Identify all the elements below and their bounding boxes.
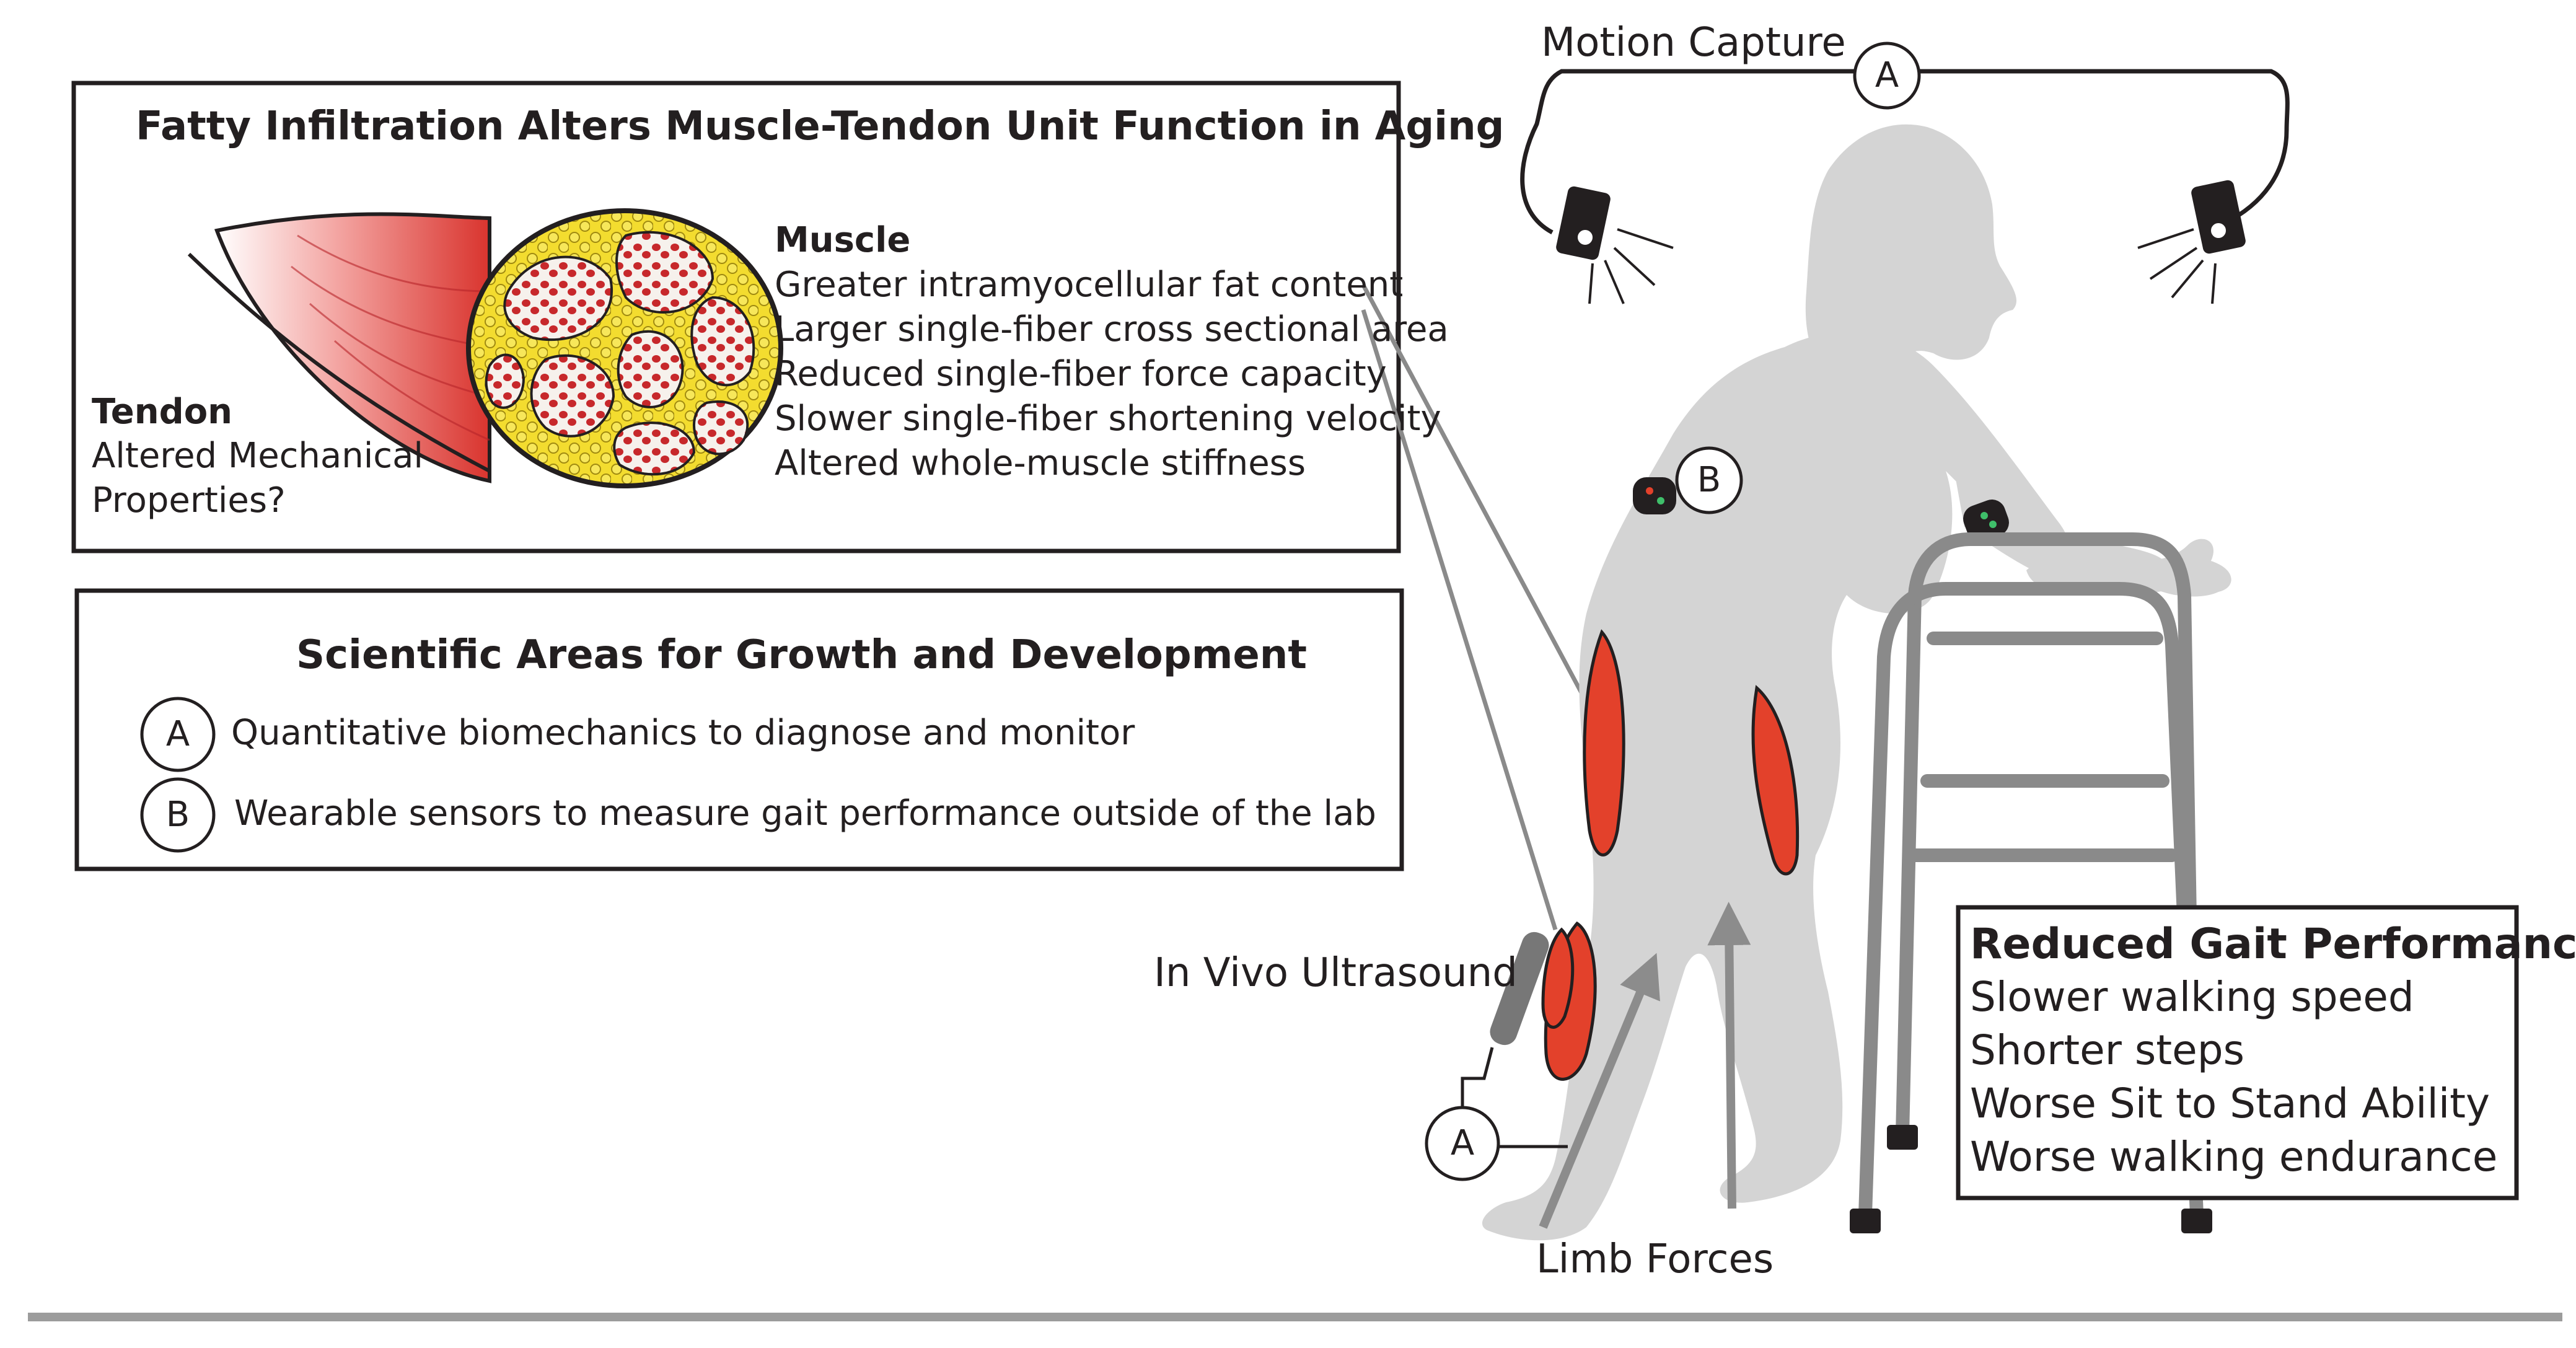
walker-frame [1858, 532, 2204, 1222]
force-arrow-left [1539, 953, 1660, 1229]
gait-panel-title: Reduced Gait Performance [1970, 920, 2576, 969]
muscle-line-5: Altered whole-muscle stiffness [775, 443, 1306, 483]
limb-forces-label: Limb Forces [1536, 1236, 1774, 1282]
growth-item-b-text: Wearable sensors to measure gait perform… [234, 793, 1376, 834]
ultrasound-marker-letter: A [1450, 1123, 1475, 1163]
wearable-sensor-hip-icon [1633, 477, 1676, 514]
bottom-divider [28, 1313, 2562, 1321]
wearable-sensor-wrist-icon [1963, 500, 2009, 542]
growth-marker-b [140, 777, 216, 853]
muscle-line-1: Greater intramyocellular fat content [775, 265, 1404, 305]
tendon-line-2: Properties? [92, 480, 286, 521]
force-arrow-right [1707, 902, 1751, 1209]
gait-line-2: Shorter steps [1970, 1026, 2244, 1074]
gait-line-1: Slower walking speed [1970, 973, 2414, 1021]
ultrasound-label: In Vivo Ultrasound [1154, 950, 1518, 996]
tendon-heading: Tendon [92, 392, 233, 432]
ultrasound-marker-a [1425, 1106, 1500, 1181]
motion-camera-right-icon [2137, 180, 2246, 304]
leg-muscles [1541, 629, 1800, 1081]
muscle-fibers [485, 231, 755, 476]
sensor-marker-letter: B [1697, 460, 1721, 500]
muscle-tendon-illustration [187, 208, 783, 488]
tendon-line-1: Altered Mechanical [92, 436, 423, 476]
motion-capture-marker-letter: A [1875, 55, 1899, 95]
sensor-marker-b [1675, 446, 1743, 514]
growth-item-a-text: Quantitative biomechanics to diagnose an… [231, 713, 1135, 753]
connector-line-upper [1361, 284, 1601, 726]
muscle-heading: Muscle [775, 220, 911, 260]
growth-marker-a [140, 697, 216, 772]
gait-line-4: Worse walking endurance [1970, 1133, 2498, 1181]
muscle-line-3: Reduced single-fiber force capacity [775, 354, 1387, 394]
motion-capture-marker-a [1853, 42, 1921, 110]
gait-line-3: Worse Sit to Stand Ability [1970, 1080, 2490, 1127]
growth-panel-title: Scientific Areas for Growth and Developm… [296, 632, 1307, 678]
growth-marker-b-letter: B [165, 795, 190, 835]
connector-line-lower [1361, 309, 1558, 931]
muscle-line-4: Slower single-fiber shortening velocity [775, 399, 1441, 439]
fatty-infiltration-panel-border [71, 81, 1401, 553]
growth-marker-a-letter: A [165, 714, 190, 754]
growth-panel-border [74, 588, 1404, 871]
fatty-panel-title: Fatty Infiltration Alters Muscle-Tendon … [136, 104, 1505, 149]
motion-camera-left-icon [1556, 186, 1674, 304]
muscle-line-2: Larger single-fiber cross sectional area [775, 309, 1449, 350]
motion-capture-label: Motion Capture [1541, 20, 1846, 66]
gait-panel-border [1956, 905, 2519, 1200]
